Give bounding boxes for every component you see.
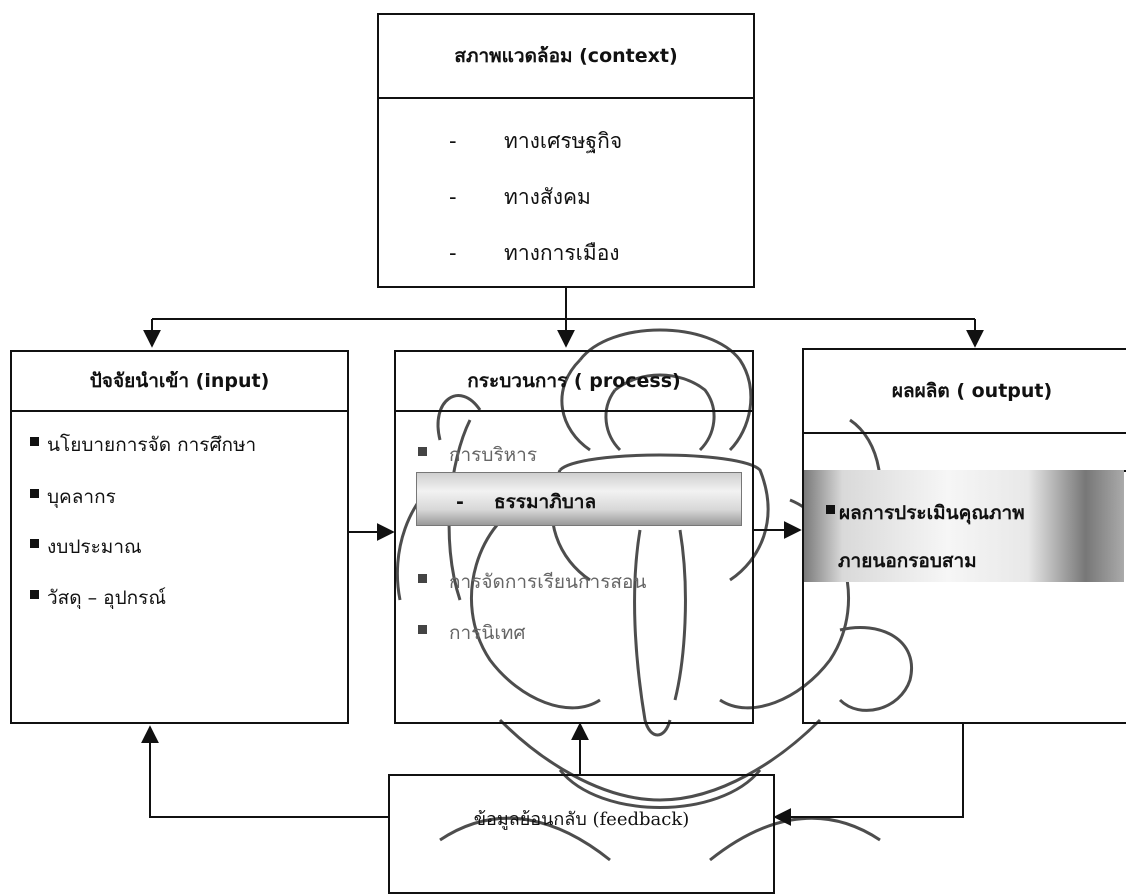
bullet-icon — [418, 447, 427, 456]
context-item-economic: -ทางเศรษฐกิจ — [449, 129, 623, 153]
input-item-policy: นโยบายการจัด การศึกษา — [30, 430, 256, 460]
input-box: ปัจจัยนำเข้า (input) นโยบายการจัด การศึก… — [10, 350, 349, 724]
context-item-social: -ทางสังคม — [449, 185, 591, 209]
feedback-box: ข้อมูลย้อนกลับ (feedback) — [388, 774, 775, 894]
output-to-feedback — [773, 724, 964, 826]
output-divider — [804, 434, 1126, 472]
process-subitem-governance: -ธรรมาภิบาล — [456, 491, 597, 513]
governance-highlight — [416, 472, 742, 526]
input-item-materials: วัสดุ – อุปกรณ์ — [30, 583, 166, 613]
feedback-to-input — [141, 725, 388, 818]
context-title: สภาพแวดล้อม (context) — [379, 15, 753, 99]
input-item-personnel: บุคลากร — [30, 482, 116, 512]
process-title: กระบวนการ ( process) — [396, 352, 752, 412]
process-box: กระบวนการ ( process) การบริหาร -ธรรมาภิบ… — [394, 350, 754, 724]
output-item-line1: ผลการประเมินคุณภาพ — [826, 498, 1025, 528]
process-item-administration: การบริหาร — [418, 440, 537, 470]
bullet-icon — [30, 489, 39, 498]
context-box: สภาพแวดล้อม (context) -ทางเศรษฐกิจ -ทางส… — [377, 13, 755, 288]
output-highlight — [804, 470, 1124, 582]
output-box: ผลผลิต ( output) ผลการประเมินคุณภาพ ภายน… — [802, 348, 1126, 724]
bullet-icon — [826, 505, 835, 514]
process-item-supervision: การนิเทศ — [418, 618, 525, 648]
process-item-teaching: การจัดการเรียนการสอน — [418, 567, 646, 597]
feedback-label: ข้อมูลย้อนกลับ (feedback) — [473, 809, 690, 830]
bullet-icon — [30, 590, 39, 599]
bullet-icon — [30, 539, 39, 548]
bullet-icon — [418, 574, 427, 583]
context-item-political: -ทางการเมือง — [449, 241, 620, 265]
input-item-budget: งบประมาณ — [30, 532, 142, 562]
bullet-icon — [418, 625, 427, 634]
output-item-line2: ภายนอกรอบสาม — [838, 550, 977, 572]
output-title: ผลผลิต ( output) — [804, 350, 1126, 434]
bullet-icon — [30, 437, 39, 446]
input-title: ปัจจัยนำเข้า (input) — [12, 352, 347, 412]
